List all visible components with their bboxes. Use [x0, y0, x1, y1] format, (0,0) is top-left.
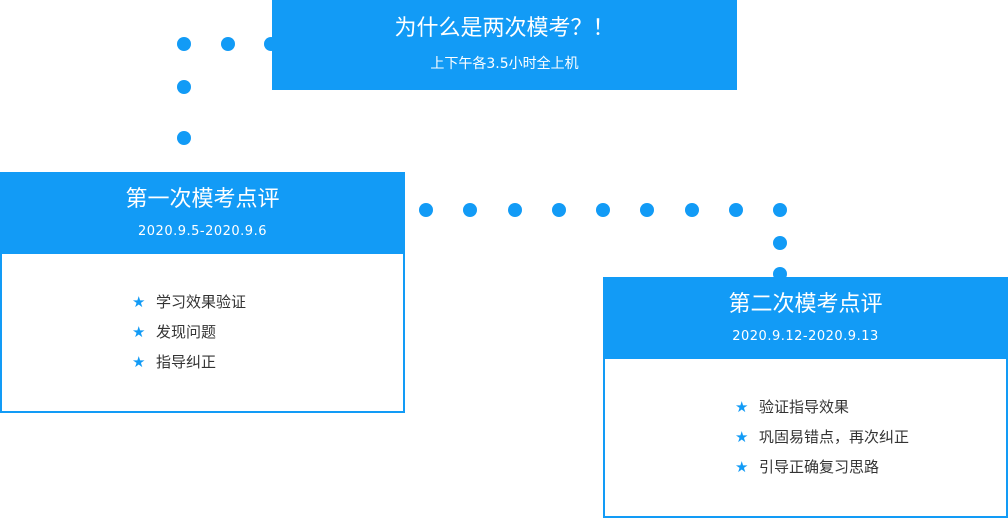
connector-dot: [463, 203, 477, 217]
connector-dot: [685, 203, 699, 217]
star-icon: ★: [735, 428, 749, 446]
connector-dot: [177, 131, 191, 145]
list-item-label: 发现问题: [156, 323, 217, 341]
list-item: ★ 巩固易错点，再次纠正: [735, 422, 909, 452]
connector-dot: [177, 37, 191, 51]
header-subtitle: 上下午各3.5小时全上机: [430, 56, 579, 72]
connector-dot: [729, 203, 743, 217]
list-item: ★ 学习效果验证: [132, 287, 246, 317]
star-icon: ★: [735, 458, 749, 476]
star-icon: ★: [735, 398, 749, 416]
connector-dot: [419, 203, 433, 217]
header-box: 为什么是两次模考？！ 上下午各3.5小时全上机: [272, 0, 737, 90]
header-title: 为什么是两次模考？！: [394, 16, 615, 41]
first-exam-card: 第一次模考点评 2020.9.5-2020.9.6 ★ 学习效果验证 ★ 发现问题 …: [0, 172, 405, 413]
connector-dot: [221, 37, 235, 51]
second-exam-list: ★ 验证指导效果 ★ 巩固易错点，再次纠正 ★ 引导正确复习思路: [735, 392, 909, 482]
first-exam-card-header: 第一次模考点评 2020.9.5-2020.9.6: [0, 172, 405, 254]
second-exam-date: 2020.9.12-2020.9.13: [732, 329, 879, 344]
connector-dot: [773, 236, 787, 250]
second-exam-title: 第二次模考点评: [728, 292, 883, 317]
connector-dot: [596, 203, 610, 217]
connector-dot: [552, 203, 566, 217]
second-exam-card: 第二次模考点评 2020.9.12-2020.9.13 ★ 验证指导效果 ★ 巩固易…: [603, 277, 1008, 518]
list-item-label: 验证指导效果: [759, 398, 850, 416]
list-item: ★ 验证指导效果: [735, 392, 909, 422]
star-icon: ★: [132, 323, 146, 341]
first-exam-title: 第一次模考点评: [125, 187, 280, 212]
connector-dot: [508, 203, 522, 217]
list-item-label: 学习效果验证: [156, 293, 247, 311]
list-item: ★ 指导纠正: [132, 347, 246, 377]
second-exam-card-header: 第二次模考点评 2020.9.12-2020.9.13: [603, 277, 1008, 359]
star-icon: ★: [132, 293, 146, 311]
list-item-label: 巩固易错点，再次纠正: [759, 428, 910, 446]
connector-dot: [640, 203, 654, 217]
list-item: ★ 引导正确复习思路: [735, 452, 909, 482]
first-exam-list: ★ 学习效果验证 ★ 发现问题 ★ 指导纠正: [132, 287, 246, 377]
first-exam-date: 2020.9.5-2020.9.6: [138, 224, 267, 239]
star-icon: ★: [132, 353, 146, 371]
connector-dot: [177, 80, 191, 94]
list-item: ★ 发现问题: [132, 317, 246, 347]
list-item-label: 引导正确复习思路: [759, 458, 880, 476]
list-item-label: 指导纠正: [156, 353, 217, 371]
connector-dot: [773, 203, 787, 217]
